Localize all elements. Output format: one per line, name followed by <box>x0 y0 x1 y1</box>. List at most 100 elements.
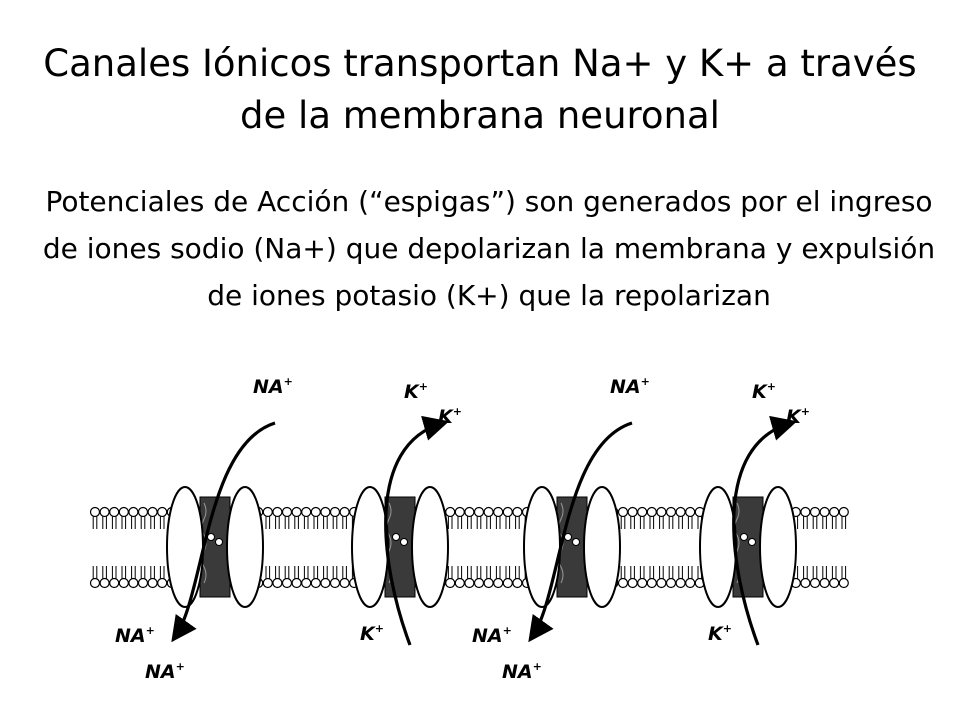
lipid-head <box>89 506 101 518</box>
lipid-tail <box>639 516 645 529</box>
lipid-tail <box>486 516 491 529</box>
lipid-head <box>147 577 158 589</box>
slide-body-text: Potenciales de Acción (“espigas”) son ge… <box>42 185 936 312</box>
lipid-tail <box>687 566 693 579</box>
potassium-label: K+ <box>438 405 462 428</box>
lipid-tail <box>620 566 626 579</box>
lipid-head <box>656 506 667 518</box>
lipid-head <box>329 506 341 518</box>
lipid-tail <box>687 516 693 529</box>
lipid-head <box>665 577 677 589</box>
lipid-tail <box>457 566 463 579</box>
lipid-tail <box>495 516 501 529</box>
lipid-head <box>339 506 350 518</box>
lipid-tail <box>159 516 165 529</box>
lipid-head <box>809 577 821 589</box>
lipid-head <box>339 577 350 589</box>
lipid-tail <box>447 566 453 579</box>
channel-subunit-left <box>351 486 389 608</box>
lipid-head <box>483 577 494 589</box>
lipid-tail <box>812 566 818 579</box>
lipid-tail <box>150 566 155 579</box>
lipid-head <box>464 577 475 589</box>
ion-channel-diagram: NA+NA+NA+K+K+K+NA+NA+NA+K+K+K+ <box>80 365 880 715</box>
lipid-tail <box>294 566 299 579</box>
lipid-tail <box>303 516 309 529</box>
lipid-head <box>329 577 341 589</box>
lipid-tail <box>822 516 827 529</box>
lipid-head <box>838 506 849 518</box>
lipid-head <box>262 506 273 518</box>
lipid-tail <box>495 566 501 579</box>
pore-gate <box>392 533 400 541</box>
lipid-tail <box>303 566 309 579</box>
lipid-head <box>118 506 129 518</box>
lipid-head <box>310 577 321 589</box>
lipid-tail <box>831 566 837 579</box>
lipid-tail <box>803 516 808 529</box>
lipid-tail <box>121 566 127 579</box>
lipid-tail <box>447 516 453 529</box>
membrane-illustration: NA+NA+NA+K+K+K+NA+NA+NA+K+K+K+ <box>89 375 849 683</box>
lipid-tail <box>131 566 136 579</box>
lipid-head <box>685 577 696 589</box>
lipid-head <box>445 577 456 589</box>
lipid-head <box>291 506 302 518</box>
lipid-tail <box>140 516 146 529</box>
lipid-tail <box>265 566 271 579</box>
lipid-tail <box>812 516 818 529</box>
lipid-head <box>262 577 273 589</box>
lipid-tail <box>515 566 520 579</box>
lipid-head <box>502 506 513 518</box>
lipid-head <box>637 577 648 589</box>
lipid-head <box>301 577 312 589</box>
lipid-tail <box>639 566 645 579</box>
lipid-tail <box>678 516 683 529</box>
lipid-tail <box>92 566 98 579</box>
channels-layer <box>166 486 797 608</box>
potassium-label: K+ <box>708 622 732 645</box>
lipid-tail <box>841 516 847 529</box>
lipid-head <box>445 506 456 518</box>
lipid-tail <box>92 516 98 529</box>
lipid-head <box>109 577 120 589</box>
lipid-head <box>301 506 312 518</box>
lipid-tail <box>342 516 347 529</box>
potassium-arrow <box>384 415 450 646</box>
lipid-head <box>137 577 149 589</box>
lipid-head <box>627 577 638 589</box>
lipid-head <box>493 577 504 589</box>
pore-gate <box>564 533 572 541</box>
lipid-tail <box>668 566 674 579</box>
lipid-head <box>800 506 811 518</box>
sodium-label: NA+ <box>115 624 155 647</box>
lipid-head <box>473 577 485 589</box>
potassium-label: K+ <box>360 622 384 645</box>
lipid-head <box>483 506 494 518</box>
lipid-tail <box>323 516 328 529</box>
pore-gate <box>572 538 580 546</box>
lipid-head <box>473 506 485 518</box>
channel-subunit-left <box>523 486 561 608</box>
lipid-head <box>99 577 110 589</box>
ion-labels-layer: NA+NA+NA+K+K+K+NA+NA+NA+K+K+K+ <box>115 375 810 683</box>
lipid-head <box>502 577 513 589</box>
lipid-head <box>675 506 686 518</box>
lipid-tail <box>294 516 299 529</box>
lipid-tail <box>265 516 271 529</box>
lipid-head <box>118 577 129 589</box>
lipid-head <box>627 506 638 518</box>
lipid-tail <box>284 516 290 529</box>
channel-subunit-right <box>411 486 449 608</box>
lipid-head <box>646 506 657 518</box>
lipid-tail <box>342 566 347 579</box>
lipid-tail <box>822 566 827 579</box>
lipid-head <box>819 506 830 518</box>
lipid-head <box>291 577 302 589</box>
lipid-tail <box>457 516 463 529</box>
sodium-label: NA+ <box>502 660 542 683</box>
lipid-head <box>800 577 811 589</box>
lipid-tail <box>332 516 338 529</box>
lipid-head <box>320 506 331 518</box>
lipid-tail <box>678 566 683 579</box>
